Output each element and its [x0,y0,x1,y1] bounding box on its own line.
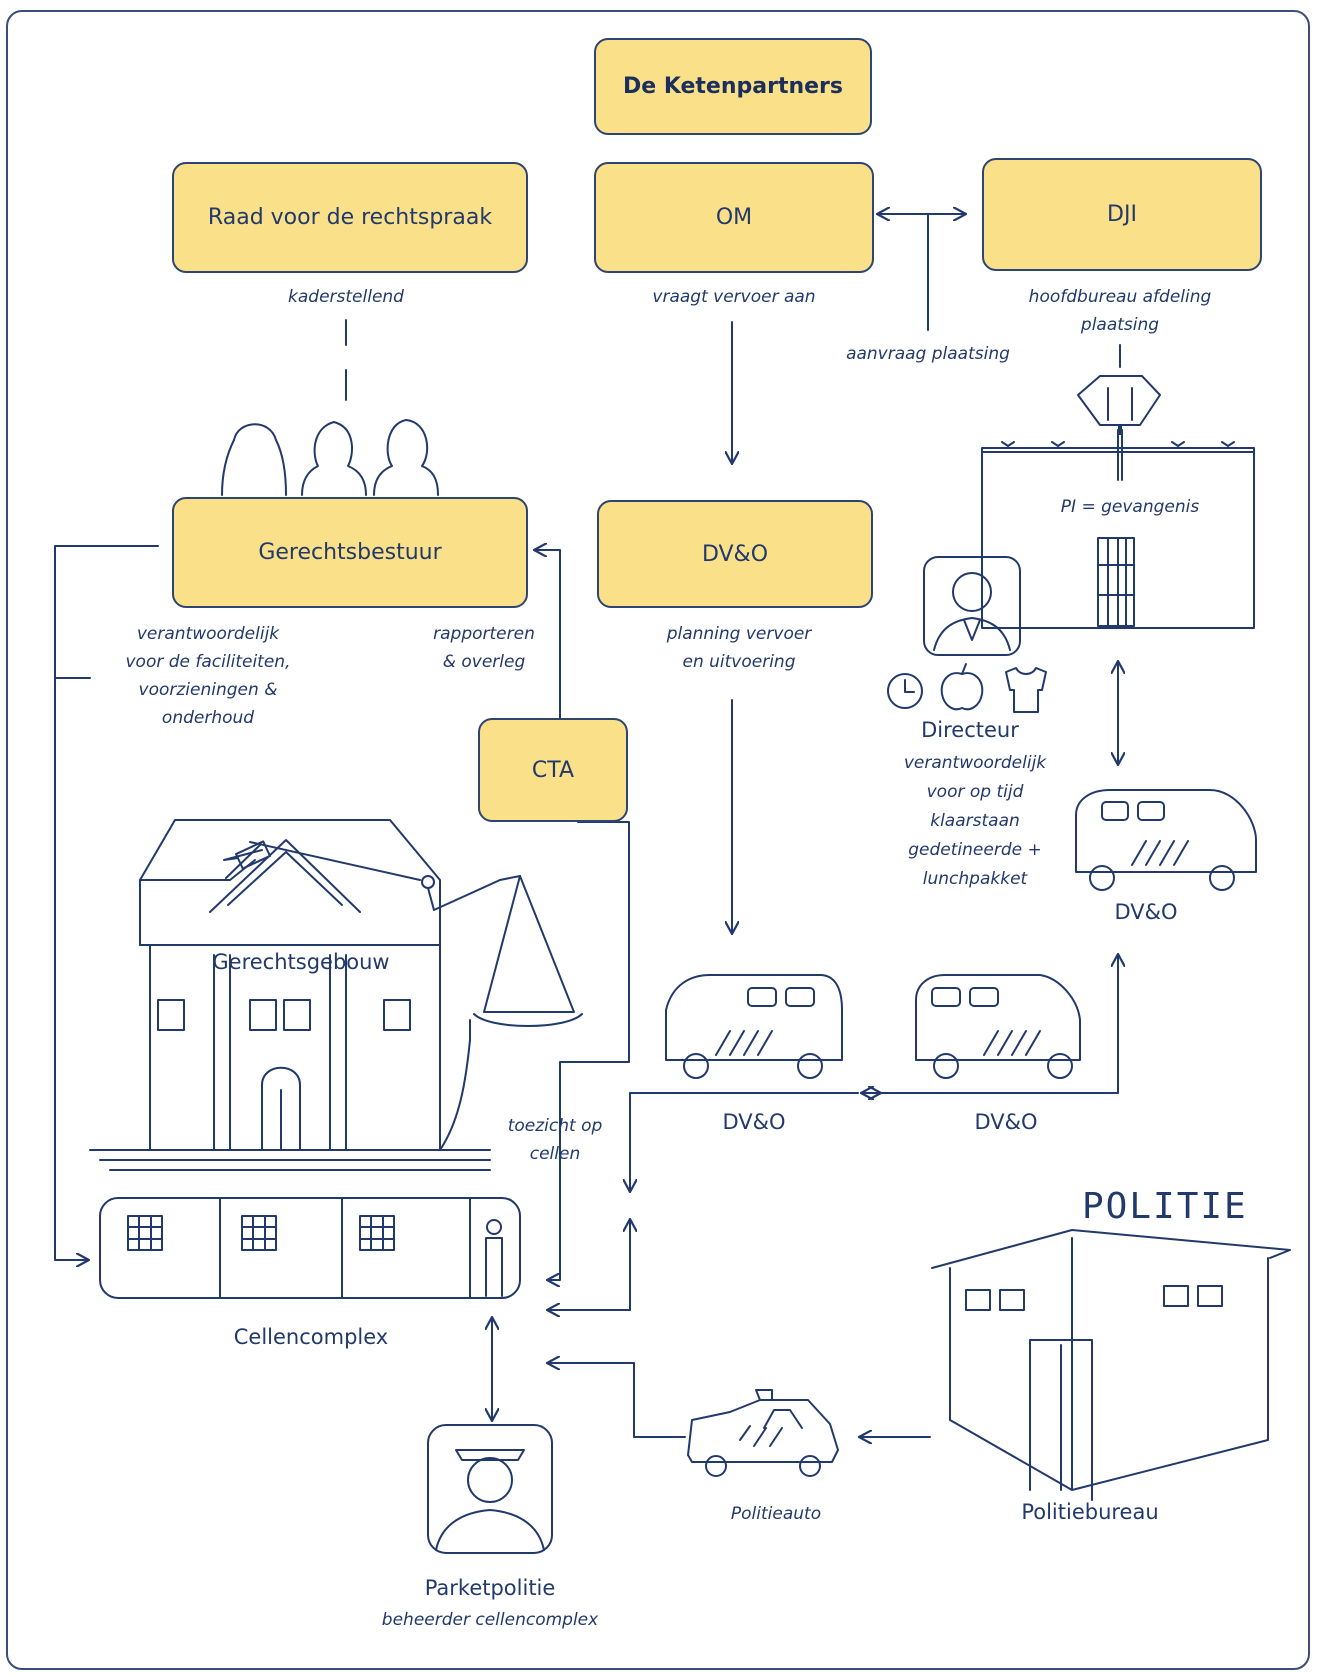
planning-label-2: en uitvoering [682,652,796,672]
cta-box: CTA [478,718,628,822]
toezicht-label-1: toezicht op [507,1116,603,1136]
rapporteren-label-2: & overleg [442,652,526,672]
rapporteren-label-1: rapporteren [433,624,535,644]
directeur-label: Directeur [921,718,1019,742]
dvo-van1-label: DV&O [722,1110,786,1134]
scales-icon [421,875,583,1151]
politiebureau-label: Politiebureau [1021,1500,1159,1524]
planning-label-1: planning vervoer [666,624,812,644]
directeur-taak-5: lunchpakket [922,869,1028,889]
clock-apple-shirt-icons [887,663,1047,713]
dvo-right-label: DV&O [1114,900,1178,924]
verantwoordelijk-label-4: onderhoud [161,708,255,728]
toezicht-label-2: cellen [529,1144,581,1164]
raad-box: Raad voor de rechtspraak [172,162,528,273]
title-box: De Ketenpartners [594,38,872,135]
diagram-frame [6,10,1310,1670]
aanvraag-plaatsing-label: aanvraag plaatsing [846,344,1010,364]
directeur-taak-4: gedetineerde + [908,840,1042,860]
directeur-taak-1: verantwoordelijk [903,753,1047,773]
line-dvo-cellen [630,1092,859,1191]
cellencomplex-label: Cellencomplex [233,1325,389,1349]
hoofdbureau-label-1: hoofdbureau afdeling [1028,287,1212,307]
judges-icon [221,419,439,496]
hoofdbureau-label-2: plaatsing [1080,315,1160,335]
van-right-icon [1075,789,1257,891]
parketpolitie-taak: beheerder cellencomplex [381,1610,599,1630]
politiebureau-icon [931,1229,1291,1501]
politieauto-icon [687,1389,839,1477]
parketpolitie-label: Parketpolitie [424,1576,556,1600]
court-building-icon [89,819,491,1171]
dvo-box: DV&O [597,500,873,608]
director-portrait-icon [923,556,1021,656]
directeur-taak-3: klaarstaan [930,811,1020,831]
dvo-van2-label: DV&O [974,1110,1038,1134]
cellencomplex-icon [99,1197,521,1299]
om-box: OM [594,162,874,273]
kaderstellend-label: kaderstellend [288,287,404,307]
parketpolitie-portrait-icon [427,1424,553,1554]
verantwoordelijk-label-1: verantwoordelijk [136,624,280,644]
verantwoordelijk-label-3: voorzieningen & [138,680,278,700]
prison-icon [981,375,1255,629]
van-middle-icon [915,974,1081,1079]
line-cta-toezicht [548,821,630,1280]
van-left-icon [665,974,843,1079]
pi-label: PI = gevangenis [1060,497,1200,517]
politie-sign: POLITIE [1082,1186,1248,1227]
arrow-gerechtsbestuur-cellen [54,545,159,1260]
arrow-cta-gerechtsbestuur [535,550,561,719]
arrow-politieauto-cellen [548,1363,686,1438]
directeur-taak-2: voor op tijd [926,782,1024,802]
gerechtsbestuur-box: Gerechtsbestuur [172,497,528,608]
gerechtsgebouw-label: Gerechtsgebouw [212,950,390,974]
vraagt-vervoer-label: vraagt vervoer aan [652,287,816,307]
verantwoordelijk-label-2: voor de faciliteiten, [125,652,291,672]
politieauto-label: Politieauto [730,1504,822,1524]
dji-box: DJI [982,158,1262,271]
